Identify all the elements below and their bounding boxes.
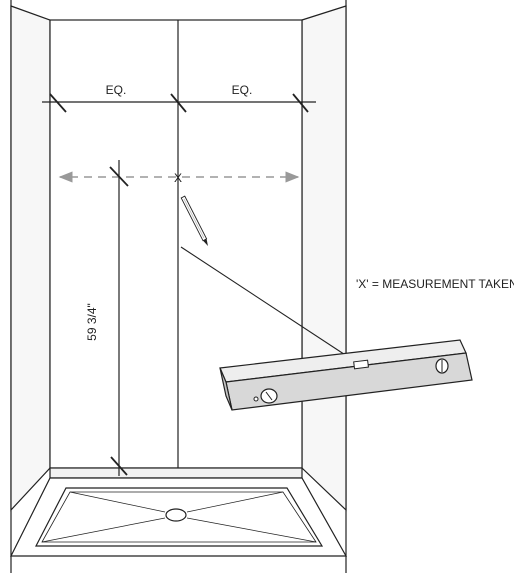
- eq-right-label: EQ.: [232, 83, 253, 97]
- pencil-icon: [180, 195, 208, 247]
- pointer-arrow: [180, 246, 357, 363]
- x-mark: X: [174, 171, 182, 185]
- eq-dimension: [42, 93, 316, 113]
- measurement-note: 'X' = MEASUREMENT TAKEN: [356, 277, 514, 291]
- spirit-level-icon: [219, 339, 473, 411]
- eq-left-label: EQ.: [106, 83, 127, 97]
- left-wall-panel: [10, 5, 51, 512]
- shower-base: [10, 467, 348, 557]
- height-measure-label: 59 3/4": [85, 303, 99, 341]
- right-wall-panel: [301, 5, 347, 512]
- drain: [165, 508, 187, 522]
- height-dimension: [109, 160, 129, 476]
